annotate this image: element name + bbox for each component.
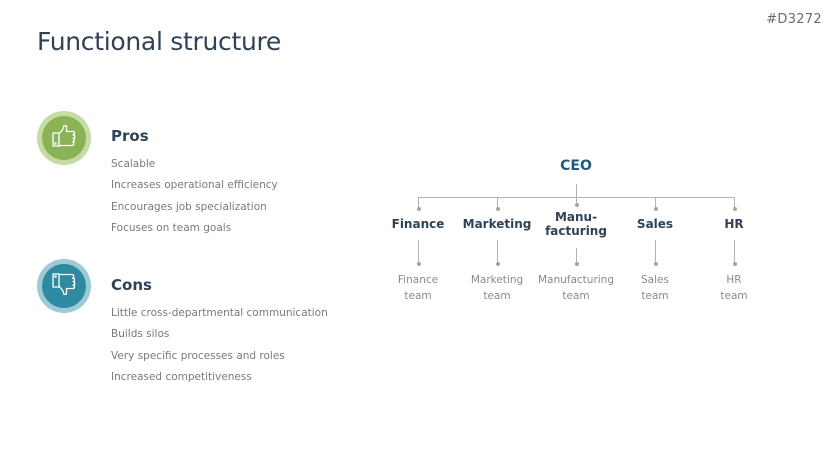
- dept-label: facturing: [545, 224, 607, 238]
- connector-line: [576, 248, 577, 264]
- team-marketing: Marketing team: [447, 272, 547, 304]
- connector-dot: [416, 207, 421, 211]
- team-hr: HR team: [684, 272, 784, 304]
- connector-line: [497, 240, 498, 264]
- connector-dot: [732, 207, 737, 211]
- connector-dot: [416, 262, 421, 266]
- connector-line: [418, 197, 419, 209]
- connector-line: [576, 197, 577, 205]
- page-title: Functional structure: [37, 27, 282, 56]
- connector-dot: [495, 262, 500, 266]
- team-label: team: [562, 290, 590, 302]
- dept-label: Finance: [391, 217, 445, 231]
- connector-line: [497, 197, 498, 209]
- connector-line: [576, 184, 577, 198]
- connector-line: [418, 240, 419, 264]
- cons-heading: Cons: [111, 276, 152, 294]
- pros-item: Encourages job specialization: [111, 200, 267, 213]
- connector-dot: [495, 207, 500, 211]
- dept-marketing: Marketing: [452, 217, 542, 231]
- connector-line: [655, 240, 656, 264]
- team-label: HR: [726, 274, 742, 286]
- cons-list: Little cross-departmental communication …: [111, 306, 328, 391]
- connector-dot: [732, 262, 737, 266]
- team-label: Finance: [397, 274, 439, 286]
- pros-item: Increases operational efficiency: [111, 179, 278, 192]
- thumbs-down-icon: [51, 272, 77, 301]
- cons-item: Increased competitiveness: [111, 370, 252, 383]
- team-label: team: [641, 290, 669, 302]
- thumbs-up-icon: [51, 124, 77, 153]
- pros-item: Focuses on team goals: [111, 221, 232, 234]
- team-label: Sales: [641, 274, 669, 286]
- dept-label: Manu-: [554, 210, 598, 224]
- connector-dot: [653, 262, 658, 266]
- org-root-ceo: CEO: [560, 158, 592, 174]
- pros-item: Scalable: [111, 158, 156, 170]
- dept-hr: HR: [689, 217, 779, 231]
- dept-manufacturing: Manu- facturing: [531, 210, 621, 238]
- connector-dot: [574, 262, 579, 266]
- team-label: team: [483, 290, 511, 302]
- pros-list: Scalable Increases operational efficienc…: [111, 157, 278, 242]
- cons-badge: [37, 259, 91, 313]
- team-sales: Sales team: [605, 272, 705, 304]
- slide-id: #D3272: [766, 12, 822, 27]
- cons-item: Little cross-departmental communication: [111, 307, 328, 319]
- dept-label: Marketing: [462, 217, 532, 231]
- team-label: team: [720, 290, 748, 302]
- dept-label: Sales: [636, 217, 674, 231]
- connector-line: [655, 197, 656, 209]
- cons-item: Builds silos: [111, 328, 170, 341]
- dept-finance: Finance: [373, 217, 463, 231]
- team-finance: Finance team: [368, 272, 468, 304]
- dept-sales: Sales: [610, 217, 700, 231]
- team-label: Marketing: [470, 274, 524, 286]
- connector-dot: [653, 207, 658, 211]
- team-label: team: [404, 290, 432, 302]
- cons-item: Very specific processes and roles: [111, 349, 285, 362]
- pros-badge: [37, 111, 91, 165]
- dept-label: HR: [724, 217, 744, 231]
- connector-dot: [574, 203, 579, 207]
- pros-heading: Pros: [111, 127, 149, 145]
- team-manufacturing: Manufacturing team: [526, 272, 626, 304]
- connector-line: [734, 240, 735, 264]
- connector-line: [734, 197, 735, 209]
- team-label: Manufacturing: [537, 274, 615, 286]
